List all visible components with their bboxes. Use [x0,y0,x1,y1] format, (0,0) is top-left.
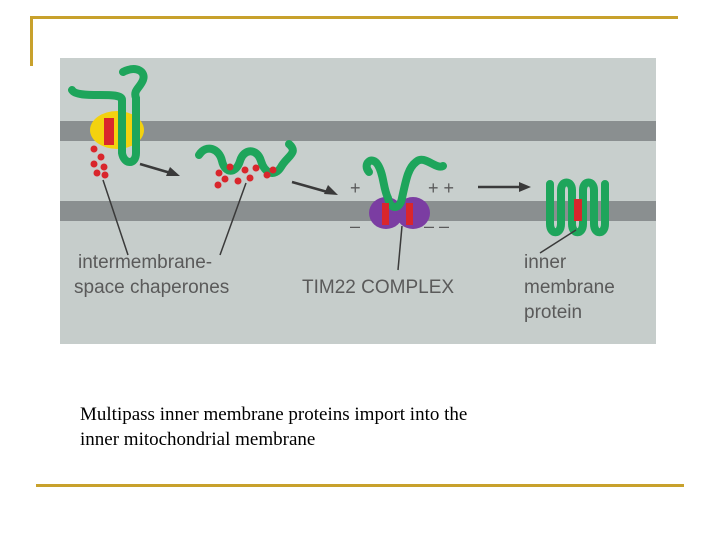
charge-minus-right: – – [424,216,450,236]
stage3-protein-chain [362,155,447,211]
slide-caption: Multipass inner membrane proteins import… [80,402,640,452]
pointer-tim22 [397,225,403,271]
top-border-line [30,16,678,19]
charge-plus-right: + + [428,178,455,198]
label-chaperones-line1: intermembrane- [78,252,213,273]
inner-membrane [60,201,656,221]
outer-membrane [60,121,656,141]
stage4-protein-chain [546,178,609,237]
stage1-protein-chain [68,65,148,166]
label-chaperones-line2: space chaperones [74,277,230,298]
stage2-protein-chain [195,140,297,177]
bottom-border-line [36,484,684,487]
caption-line-2: inner mitochondrial membrane [80,429,316,450]
stage2-chaperone-bound [195,140,297,189]
stage3-signal-right [406,203,413,225]
arrow-1-head [166,167,180,176]
pointer-chaperones-2 [219,182,247,256]
stage1-chaperones [90,145,109,179]
label-inner-line3: protein [524,302,583,323]
pointer-inner-protein [539,229,577,254]
label-inner-line1: inner [524,252,567,273]
stage3-signal-left [382,203,389,225]
figure-canvas [60,58,656,344]
stage1-signal [104,118,114,145]
membrane-import-figure: + + + – – – intermembrane- space chapero… [60,58,656,344]
stage1-import [68,65,148,179]
matrix-region [60,220,656,344]
arrow-3-head [519,182,531,192]
charge-plus-left: + [350,178,361,198]
arrow-2-head [324,185,338,195]
stage4-inner-membrane-protein [546,178,609,237]
label-tim22-complex: TIM22 COMPLEX [302,277,455,298]
stage3-tim22-insertion [362,155,447,229]
left-border-line [30,16,33,66]
tom-pore [90,111,144,149]
stage4-signal [574,199,582,221]
arrow-2 [291,180,332,195]
caption-line-1: Multipass inner membrane proteins import… [80,404,468,425]
label-inner-line2: membrane [524,277,615,298]
pointer-chaperones-1 [102,179,129,256]
stage2-chaperones [214,163,277,189]
charge-minus-left: – [350,216,361,236]
